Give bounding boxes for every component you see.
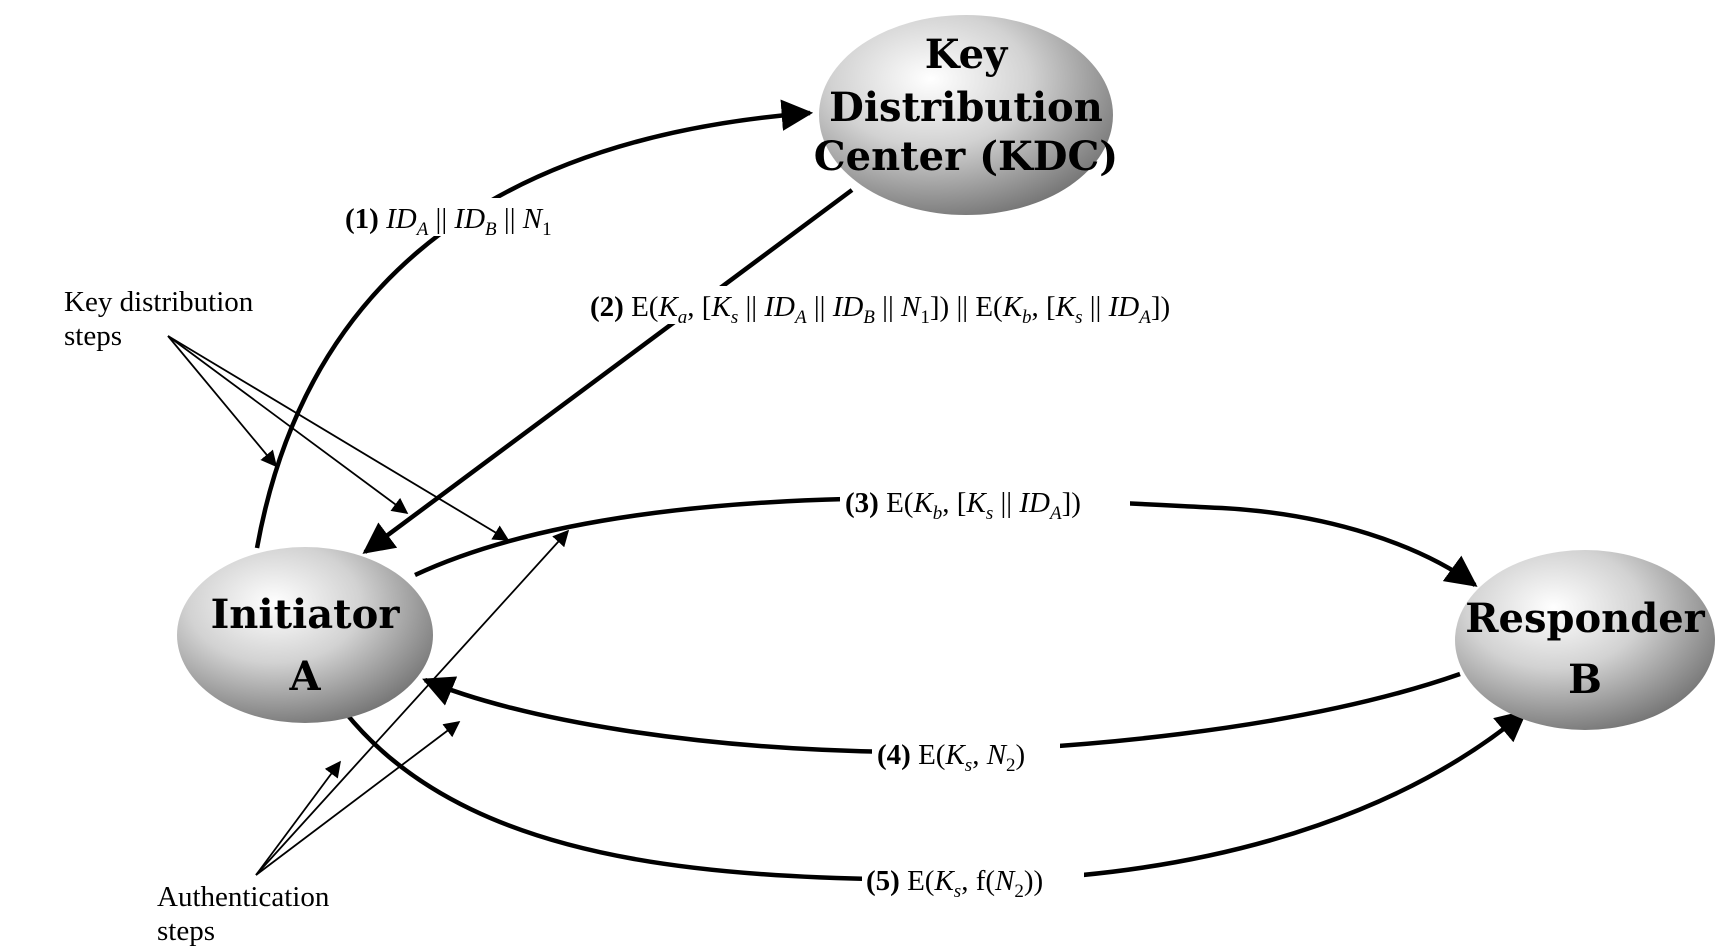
key-distribution-note-line-1: Key distribution: [64, 286, 254, 318]
responder-node: Responder B: [1455, 550, 1715, 730]
message-4-background: [872, 734, 1060, 772]
responder-title-line-2: B: [1568, 656, 1602, 703]
kdc-node: Key Distribution Center (KDC): [814, 15, 1118, 215]
initiator-node: Initiator A: [177, 547, 433, 723]
arrow-1-initiator-to-kdc: [254, 99, 814, 549]
responder-title-line-1: Responder: [1465, 595, 1705, 642]
kd-pointer-2: [167, 335, 409, 514]
auth-pointer-1: [255, 760, 341, 876]
message-1-step: (1): [345, 203, 379, 235]
initiator-title-line-1: Initiator: [211, 591, 401, 638]
authentication-pointers: [255, 529, 570, 876]
kdc-ellipse: [819, 15, 1113, 215]
kdc-title-line-1: Key: [925, 31, 1009, 78]
message-1-background: [340, 198, 608, 236]
kdc-title-line-2: Distribution: [829, 84, 1103, 131]
message-2-step: (2): [590, 291, 624, 323]
message-5-background: [862, 860, 1084, 898]
message-3-step: (3): [845, 487, 879, 519]
message-3-label: (3) E(Kb, [Ks || IDA]): [845, 487, 1081, 524]
message-2-background: [588, 286, 1296, 324]
kd-pointer-3: [167, 335, 510, 541]
message-5-step: (5): [866, 865, 900, 897]
key-distribution-pointers: [167, 335, 510, 541]
message-3-background: [840, 482, 1130, 520]
message-2-label: (2) E(Ka, [Ks || IDA || IDB || N1]) || E…: [590, 291, 1170, 328]
responder-ellipse: [1455, 550, 1715, 730]
message-4-step: (4): [877, 739, 911, 771]
message-4-label: (4) E(Ks, N2): [877, 739, 1025, 776]
initiator-title-line-2: A: [288, 653, 321, 700]
key-distribution-note-line-2: steps: [64, 320, 122, 352]
auth-pointer-3: [255, 529, 570, 876]
message-5-label: (5) E(Ks, f(N2)): [866, 865, 1043, 902]
arrow-2-kdc-to-initiator: [362, 188, 854, 554]
initiator-ellipse: [177, 547, 433, 723]
auth-pointer-2: [255, 721, 461, 876]
kdc-title-line-3: Center (KDC): [814, 133, 1118, 180]
authentication-note-line-1: Authentication: [157, 881, 330, 913]
message-1-label: (1) IDA || IDB || N1: [345, 203, 552, 240]
authentication-note-line-2: steps: [157, 915, 215, 947]
kd-pointer-1: [167, 335, 278, 468]
